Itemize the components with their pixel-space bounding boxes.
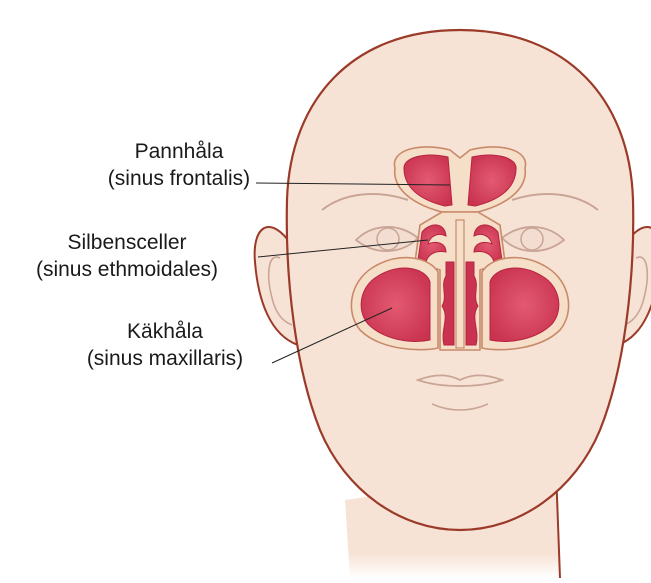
label-frontal-latin: (sinus frontalis) bbox=[94, 165, 264, 192]
label-ethmoid-name: Silbensceller bbox=[2, 229, 252, 256]
label-maxillary-name: Käkhåla bbox=[60, 318, 270, 345]
label-frontal-sinus: Pannhåla (sinus frontalis) bbox=[94, 138, 264, 192]
label-ethmoid-cells: Silbensceller (sinus ethmoidales) bbox=[2, 229, 252, 283]
nasal-septum bbox=[456, 220, 464, 348]
label-maxillary-latin: (sinus maxillaris) bbox=[60, 345, 270, 372]
label-maxillary-sinus: Käkhåla (sinus maxillaris) bbox=[60, 318, 270, 372]
label-ethmoid-latin: (sinus ethmoidales) bbox=[2, 256, 252, 283]
label-frontal-name: Pannhåla bbox=[94, 138, 264, 165]
